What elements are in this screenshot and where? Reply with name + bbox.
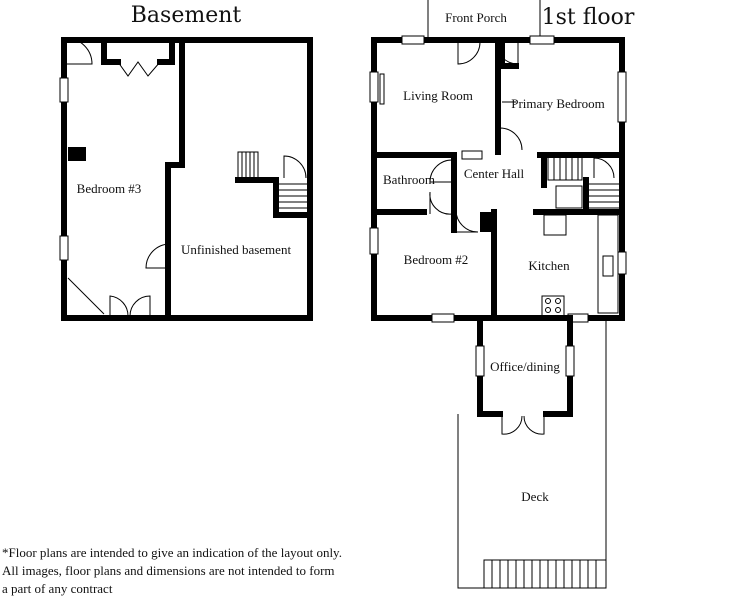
basement-window: [59, 77, 69, 103]
window: [369, 227, 379, 255]
basement-stairs: [235, 151, 313, 218]
closet-bifold-door: [117, 61, 161, 77]
deck-outline: [457, 318, 607, 589]
fireplace: [379, 73, 385, 105]
kitchen-appliance: [602, 255, 614, 277]
kitchen-sink: [543, 214, 567, 236]
room-label-kitchen: Kitchen: [528, 258, 570, 273]
window: [461, 150, 483, 160]
window: [369, 71, 379, 103]
first-floor-plan: Front Porch: [369, 0, 627, 589]
room-label-bedroom3: Bedroom #3: [77, 181, 142, 196]
deck-door-right: [523, 415, 545, 435]
kitchen-counter: [597, 214, 619, 314]
primary-closet-wall: [499, 37, 519, 69]
primary-bedroom-door: [499, 127, 523, 151]
hall-door: [455, 209, 479, 233]
room-label-bedroom2: Bedroom #2: [404, 252, 469, 267]
window: [475, 345, 485, 377]
window: [401, 35, 425, 45]
room-label-living-room: Living Room: [403, 88, 473, 103]
room-label-deck: Deck: [521, 489, 549, 504]
front-porch-outline: [427, 0, 541, 40]
disclaimer-note: *Floor plans are intended to give an ind…: [2, 544, 402, 598]
window: [565, 345, 575, 377]
bedroom2-door: [429, 191, 453, 215]
closet-wall-right: [157, 37, 175, 65]
disclaimer-line: a part of any contract: [2, 581, 113, 596]
disclaimer-line: All images, floor plans and dimensions a…: [2, 563, 335, 578]
basement-plan: Bedroom #3 Unfinished basement: [59, 37, 313, 321]
stove-icon: [541, 295, 565, 317]
basement-partition-wall: [165, 37, 185, 321]
chimney-block: [480, 212, 496, 232]
primary-closet-door: [495, 41, 519, 65]
bathroom-door: [429, 159, 453, 183]
bedroom3-door: [65, 37, 93, 65]
deck-door-left: [501, 415, 523, 435]
double-door-left: [109, 295, 129, 317]
room-label-front-porch: Front Porch: [445, 10, 507, 25]
room-label-bathroom: Bathroom: [383, 172, 435, 187]
chimney-block: [68, 147, 86, 161]
window: [529, 35, 555, 45]
window: [617, 71, 627, 123]
double-door-right: [129, 295, 151, 317]
first-floor-stairs: [547, 155, 620, 213]
basement-window: [59, 235, 69, 261]
disclaimer-line: *Floor plans are intended to give an ind…: [2, 545, 342, 560]
basement-outer-wall: [61, 37, 313, 321]
unfinished-door: [145, 243, 171, 269]
room-label-unfinished: Unfinished basement: [181, 242, 292, 257]
window: [431, 313, 455, 323]
room-label-primary-bedroom: Primary Bedroom: [511, 96, 605, 111]
first-floor-heading: 1st floor: [542, 5, 635, 30]
room-label-center-hall: Center Hall: [464, 166, 525, 181]
closet-wall: [101, 37, 121, 65]
window: [617, 251, 627, 275]
basement-heading: Basement: [131, 3, 242, 28]
front-door: [457, 41, 481, 65]
room-label-office-dining: Office/dining: [490, 359, 560, 374]
